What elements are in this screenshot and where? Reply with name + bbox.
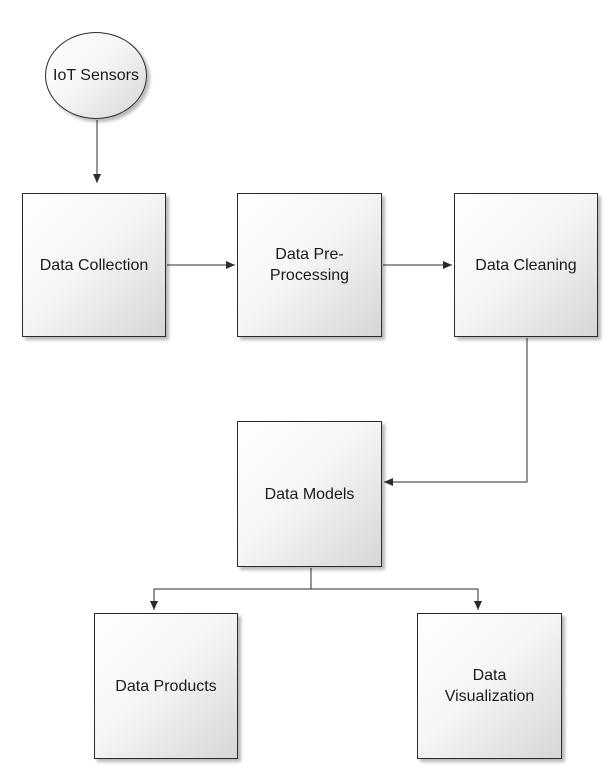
node-data-models: Data Models [237, 421, 382, 567]
node-label: Data Products [115, 677, 217, 695]
edge-cleaning-to-models [384, 338, 528, 486]
node-data-collection: Data Collection [22, 193, 166, 337]
node-data-products: Data Products [94, 613, 238, 759]
node-data-cleaning: Data Cleaning [454, 193, 598, 337]
node-label: Data Pre-Processing [269, 246, 350, 284]
node-label: Data Visualization [444, 667, 535, 705]
node-data-preprocessing: Data Pre-Processing [237, 193, 382, 337]
node-label: Data Cleaning [475, 256, 577, 274]
node-label: Data Models [264, 485, 355, 503]
node-label: IoT Sensors [53, 67, 139, 84]
node-data-visualization: Data Visualization [417, 613, 562, 759]
edge-models-to-visualization [311, 588, 482, 610]
node-iot-sensors: IoT Sensors [45, 32, 147, 119]
edge-models-to-products [150, 588, 311, 610]
node-label: Data Collection [39, 256, 149, 274]
